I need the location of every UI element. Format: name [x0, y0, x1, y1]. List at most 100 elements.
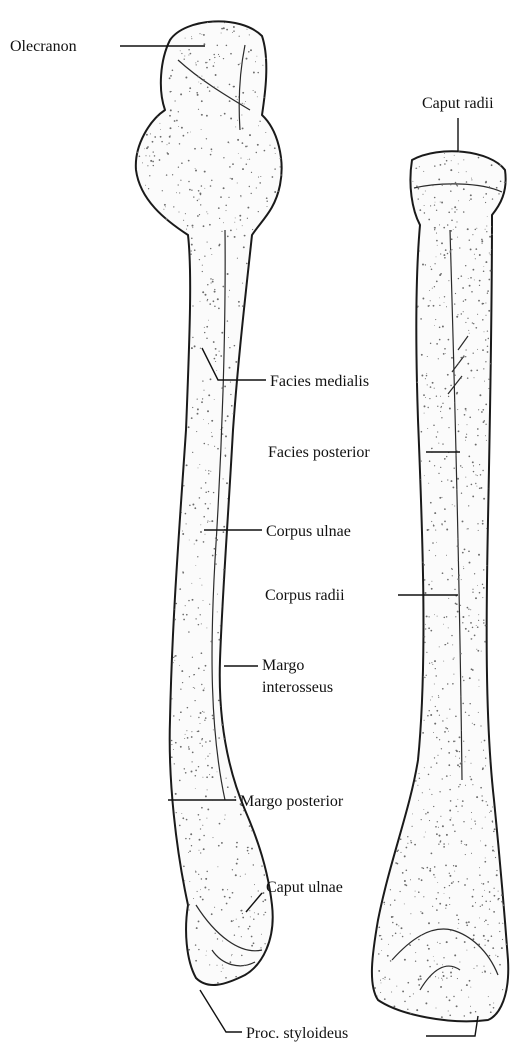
stipple-dot: [227, 889, 228, 890]
stipple-dot: [477, 650, 479, 652]
stipple-dot: [450, 190, 452, 192]
stipple-dot: [465, 785, 466, 786]
stipple-dot: [191, 36, 192, 37]
stipple-dot: [186, 614, 188, 616]
stipple-dot: [209, 753, 210, 754]
stipple-dot: [176, 120, 178, 122]
stipple-dot: [440, 816, 441, 817]
stipple-dot: [202, 265, 203, 266]
stipple-dot: [209, 303, 211, 305]
stipple-dot: [424, 836, 425, 837]
stipple-dot: [235, 126, 236, 127]
stipple-dot: [449, 810, 451, 812]
stipple-dot: [488, 279, 490, 281]
stipple-dot: [237, 258, 238, 259]
stipple-dot: [502, 904, 504, 906]
stipple-dot: [465, 356, 466, 357]
stipple-dot: [458, 811, 459, 812]
stipple-dot: [419, 209, 421, 211]
stipple-dot: [193, 674, 194, 675]
stipple-dot: [415, 961, 416, 962]
stipple-dot: [150, 160, 152, 162]
stipple-dot: [250, 916, 251, 917]
stipple-dot: [482, 409, 484, 411]
stipple-dot: [457, 314, 458, 315]
stipple-dot: [506, 944, 508, 946]
stipple-dot: [217, 938, 218, 939]
stipple-dot: [246, 263, 248, 265]
stipple-dot: [448, 339, 450, 341]
stipple-dot: [247, 218, 248, 219]
stipple-dot: [225, 205, 226, 206]
stipple-dot: [458, 163, 459, 164]
stipple-dot: [468, 456, 470, 458]
stipple-dot: [460, 653, 462, 655]
stipple-dot: [446, 306, 447, 307]
stipple-dot: [217, 632, 219, 634]
stipple-dot: [441, 417, 442, 418]
stipple-dot: [242, 913, 243, 914]
stipple-dot: [206, 338, 208, 340]
stipple-dot: [431, 521, 432, 522]
stipple-dot: [208, 889, 209, 890]
stipple-dot: [429, 663, 430, 664]
stipple-dot: [478, 712, 479, 713]
stipple-dot: [467, 528, 468, 529]
stipple-dot: [482, 523, 484, 525]
stipple-dot: [149, 155, 150, 156]
stipple-dot: [197, 891, 198, 892]
label-corpus-ulnae: Corpus ulnae: [266, 523, 351, 540]
stipple-dot: [458, 200, 459, 201]
stipple-dot: [224, 896, 226, 898]
stipple-dot: [485, 261, 487, 263]
stipple-dot: [471, 638, 472, 639]
stipple-dot: [418, 891, 420, 893]
stipple-dot: [450, 930, 451, 931]
stipple-dot: [204, 688, 205, 689]
stipple-dot: [272, 176, 274, 178]
stipple-dot: [444, 458, 446, 460]
stipple-dot: [214, 289, 215, 290]
stipple-dot: [466, 529, 467, 530]
stipple-dot: [229, 897, 231, 899]
stipple-dot: [476, 965, 477, 966]
stipple-dot: [454, 155, 455, 156]
stipple-dot: [437, 755, 438, 756]
stipple-dot: [498, 193, 499, 194]
stipple-dot: [433, 424, 435, 426]
stipple-dot: [454, 206, 456, 208]
stipple-dot: [210, 641, 212, 643]
stipple-dot: [489, 761, 490, 762]
stipple-dot: [242, 92, 244, 94]
stipple-dot: [446, 529, 448, 531]
stipple-dot: [455, 226, 456, 227]
stipple-dot: [470, 277, 472, 279]
stipple-dot: [472, 669, 474, 671]
stipple-dot: [242, 917, 244, 919]
stipple-dot: [198, 190, 200, 192]
stipple-dot: [176, 603, 178, 605]
stipple-dot: [231, 178, 233, 180]
stipple-dot: [216, 370, 217, 371]
stipple-dot: [461, 378, 462, 379]
stipple-dot: [217, 448, 219, 450]
stipple-dot: [220, 429, 221, 430]
stipple-dot: [485, 424, 486, 425]
stipple-dot: [472, 723, 473, 724]
stipple-dot: [206, 871, 208, 873]
stipple-dot: [492, 846, 493, 847]
stipple-dot: [261, 865, 262, 866]
stipple-dot: [439, 305, 440, 306]
stipple-dot: [145, 185, 146, 186]
stipple-dot: [444, 153, 445, 154]
stipple-dot: [457, 611, 459, 613]
stipple-dot: [483, 966, 484, 967]
stipple-dot: [223, 968, 224, 969]
stipple-dot: [205, 470, 206, 471]
stipple-dot: [436, 542, 437, 543]
stipple-dot: [206, 67, 208, 69]
stipple-dot: [476, 796, 478, 798]
stipple-dot: [378, 953, 379, 954]
stipple-dot: [421, 879, 423, 881]
stipple-dot: [184, 738, 185, 739]
